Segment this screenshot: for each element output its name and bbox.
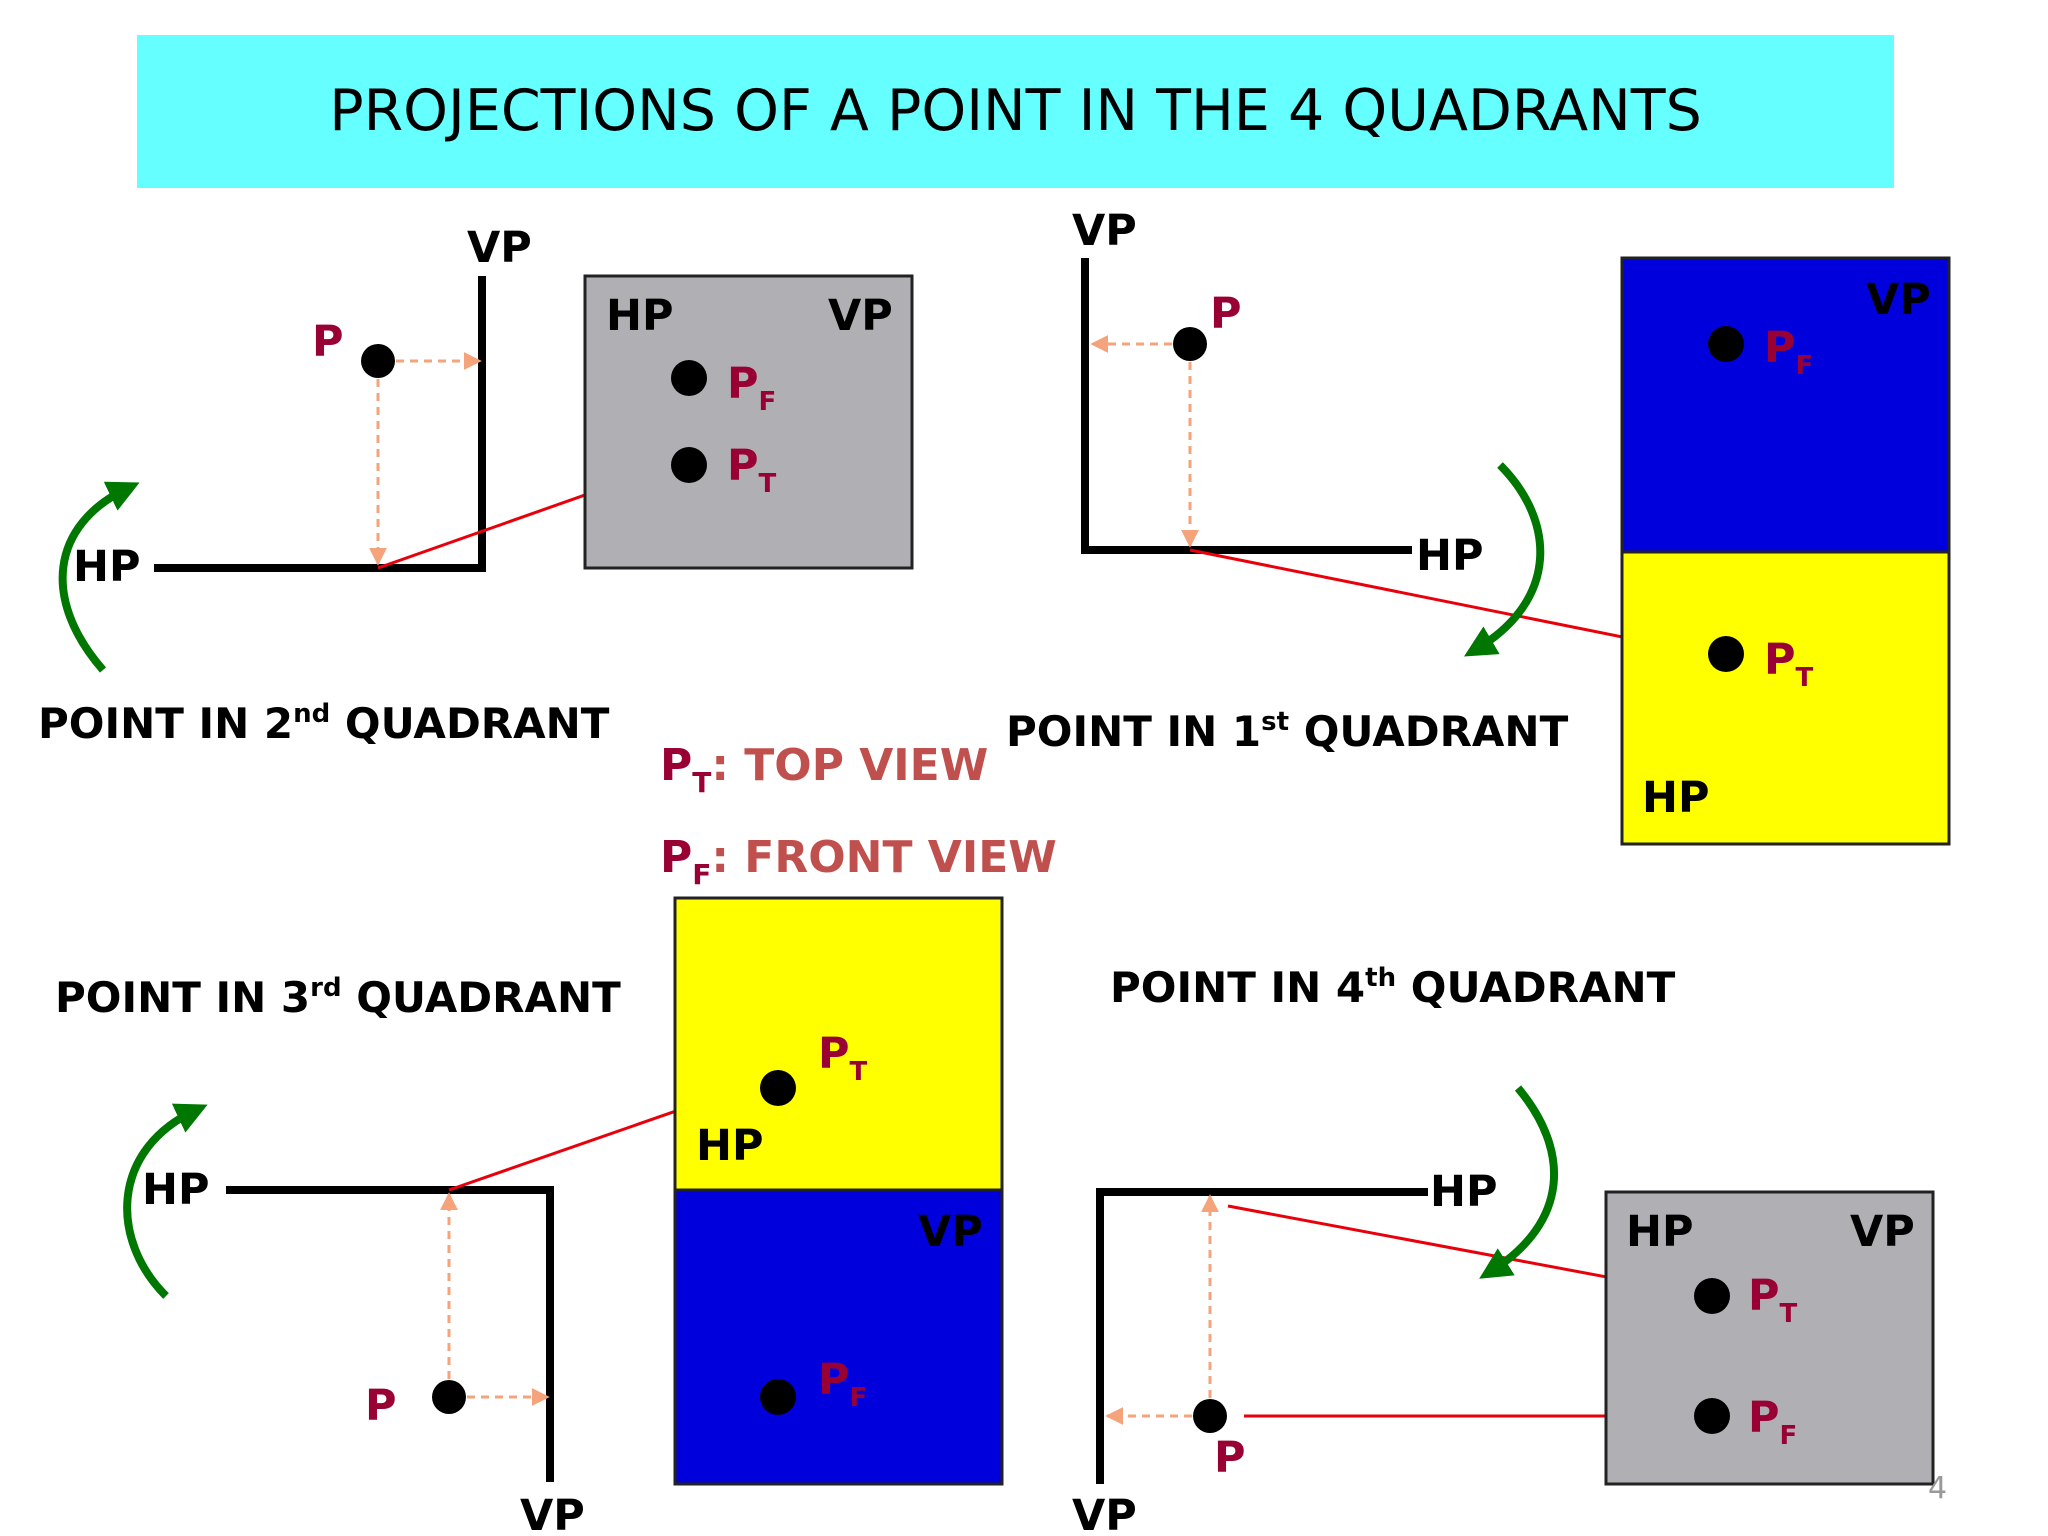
legend-front-view: PF: FRONT VIEW [660,832,1057,891]
q2-gray-panel [583,274,914,570]
legend-top-view: PT: TOP VIEW [660,740,988,799]
q4-point-label: P [1214,1433,1246,1483]
q1-pt-label: PT [1764,635,1814,693]
q3-panel-hp-label: HP [696,1121,764,1171]
rotation-arrow-icon [58,481,140,673]
q3-caption: POINT IN 3rd QUADRANT [55,973,621,1022]
q2-pf-label: PF [727,359,776,417]
rotation-arrow-icon [1463,462,1545,657]
q1-vp-label: VP [1072,206,1137,256]
q1-point [1173,327,1207,361]
q1-caption: POINT IN 1st QUADRANT [1006,707,1569,756]
q3-pf-label: PF [818,1355,867,1413]
quadrant-4: POINT IN 4th QUADRANT HP VP P HP VP PT P… [1072,963,1935,1536]
q4-gray-panel [1604,1190,1935,1486]
q1-panel-vp-label: VP [1866,275,1931,325]
q4-pf-label: PF [1748,1393,1797,1451]
q3-pt-point [760,1070,796,1106]
q3-vp-label: VP [520,1491,585,1536]
q2-panel-hp-label: HP [606,291,674,341]
q3-yellow-panel [673,896,1004,1192]
q1-hp-label: HP [1416,531,1484,581]
q4-pf-point [1694,1398,1730,1434]
q2-point-label: P [312,317,344,367]
q2-pt-label: PT [727,441,777,499]
q1-point-label: P [1210,289,1242,339]
legend: PT: TOP VIEW PF: FRONT VIEW [660,740,1057,891]
rotation-arrow-icon [1479,1085,1559,1279]
q2-panel-vp-label: VP [828,291,893,341]
q4-vp-label: VP [1072,1491,1137,1536]
quadrant-1: VP HP P VP HP PF PT POINT IN 1st QUADRAN… [1006,206,1951,846]
quadrant-3: POINT IN 3rd QUADRANT HP VP P PT HP VP P… [55,896,1004,1536]
q1-panel-hp-label: HP [1642,773,1710,823]
quadrant-2: VP HP P HP VP PF PT POINT IN 2nd QUADRAN… [38,223,914,748]
q2-point [361,344,395,378]
q2-pt-point [671,447,707,483]
q4-panel-vp-label: VP [1850,1207,1915,1257]
q2-hp-label: HP [73,542,141,592]
q3-blue-panel [673,1188,1004,1486]
q4-point [1193,1399,1227,1433]
q3-hp-label: HP [142,1165,210,1215]
q3-pf-point [760,1379,796,1415]
rotation-arrow-icon [123,1103,208,1299]
q4-hp-label: HP [1430,1167,1498,1217]
q1-pt-point [1708,636,1744,672]
q1-yellow-panel [1620,550,1951,846]
q4-caption: POINT IN 4th QUADRANT [1110,963,1676,1012]
q4-pt-point [1694,1278,1730,1314]
q3-point-label: P [365,1381,397,1431]
q3-point [432,1380,466,1414]
title-bar: PROJECTIONS OF A POINT IN THE 4 QUADRANT… [137,35,1894,188]
q4-pt-label: PT [1748,1271,1798,1329]
q1-blue-panel [1620,256,1951,554]
q2-pf-point [671,360,707,396]
q1-pf-label: PF [1764,323,1813,381]
q4-panel-hp-label: HP [1626,1207,1694,1257]
page-title: PROJECTIONS OF A POINT IN THE 4 QUADRANT… [329,78,1702,144]
q2-vp-label: VP [467,223,532,273]
q2-caption: POINT IN 2nd QUADRANT [38,699,610,748]
page-number: 4 [1928,1471,1947,1506]
q3-pt-label: PT [818,1029,868,1087]
q3-panel-vp-label: VP [918,1207,983,1257]
q1-pf-point [1708,326,1744,362]
